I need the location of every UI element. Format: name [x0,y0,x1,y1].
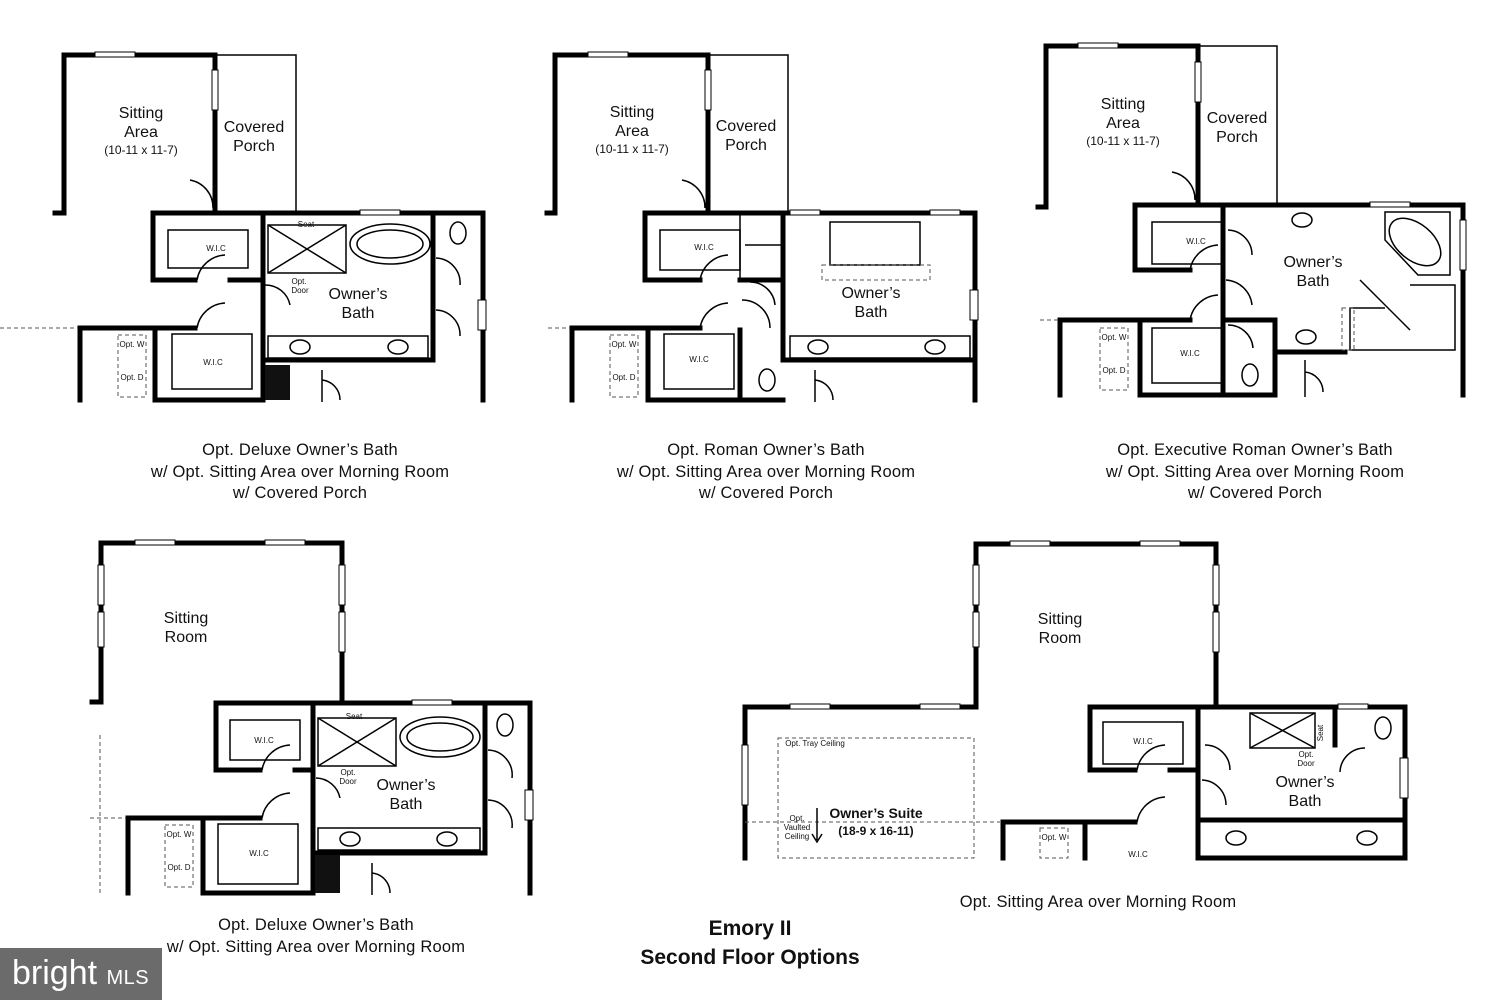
plan5-optdoor1-label: Opt. [1298,750,1313,759]
title-line2: Second Floor Options [640,946,860,969]
plan1-optdoor2-label: Door [291,286,309,295]
plan1-owners-label: Owner’s [329,286,388,303]
plan5-suite-dims-label: (18-9 x 16-11) [838,824,913,838]
plan5-vaulted2-label: Vaulted [784,823,811,832]
plan1-optd-label: Opt. D [120,373,143,382]
plan2-optw-label: Opt. W [612,340,637,349]
plan3-sitting-label: Sitting [1101,96,1145,113]
plan3-owners-label: Owner’s [1284,254,1343,271]
plan2-area-label: Area [615,123,649,140]
plan3-area-label: Area [1106,115,1140,132]
plan4-wic-upper-label: W.I.C [254,736,274,745]
plan4-optdoor2-label: Door [339,777,357,786]
plan2-caption-line3: w/ Covered Porch [698,484,834,502]
plan4-caption: Opt. Deluxe Owner’s Bath w/ Opt. Sitting… [106,915,526,958]
plan4-seat-label: Seat [346,712,363,721]
plan5-vaulted3-label: Ceiling [785,832,809,841]
plan4-caption-line1: Opt. Deluxe Owner’s Bath [218,916,414,934]
plan1-optdoor1-label: Opt. [291,277,306,286]
plan4-wic-lower-label: W.I.C [249,849,269,858]
plan5-room-label: Room [1039,630,1082,647]
plan5-wic-upper-label: W.I.C [1133,737,1153,746]
plan2-owners-label: Owner’s [842,285,901,302]
plan3-optw-label: Opt. W [1102,333,1127,342]
plan3-caption-line2: w/ Opt. Sitting Area over Morning Room [1105,462,1405,481]
plan1-covered-label: Covered [224,119,284,136]
plan1-wic-lower-label: W.I.C [203,358,223,367]
plan1-caption-line2: w/ Opt. Sitting Area over Morning Room [150,462,450,481]
plan2-bath-label: Bath [855,304,888,321]
plan5-optw-label: Opt. W [1042,833,1067,842]
plan5-seat-label: Seat [1316,724,1325,741]
plan5-vaulted1-label: Opt. [789,814,804,823]
plan1-caption-line3: w/ Covered Porch [232,484,368,502]
plan3-covered-label: Covered [1207,110,1267,127]
plan1-dims-label: (10-11 x 11-7) [104,143,178,157]
plan2-wic-lower-label: W.I.C [689,355,709,364]
plan4-caption-line2: w/ Opt. Sitting Area over Morning Room [166,937,466,956]
plan2-caption-line2: w/ Opt. Sitting Area over Morning Room [616,462,916,481]
plan5-owners-label: Owner’s [1276,774,1335,791]
plan1-porch-label: Porch [233,138,275,155]
logo-text: bright [12,954,98,992]
plan5-bath-label: Bath [1289,793,1322,810]
plan4-optw-label: Opt. W [167,830,192,839]
logo-suffix: MLS [106,967,150,989]
plan3-wic-lower-label: W.I.C [1180,349,1200,358]
plan-sitting-area-owners-suite [741,540,1409,861]
plan1-sitting-label: Sitting [119,105,163,122]
plan-executive-roman-covered-porch [1035,42,1467,398]
plan3-caption: Opt. Executive Roman Owner’s Bath w/ Opt… [1045,440,1465,505]
plan1-wic-upper-label: W.I.C [206,244,226,253]
plan5-optdoor2-label: Door [1297,759,1315,768]
plan5-sitting-label: Sitting [1038,611,1082,628]
plan2-dims-label: (10-11 x 11-7) [595,142,669,156]
plan1-bath-label: Bath [342,305,375,322]
plan4-room-label: Room [165,629,208,646]
plan2-wic-upper-label: W.I.C [694,243,714,252]
plan5-caption: Opt. Sitting Area over Morning Room [888,892,1308,914]
plan1-seat-label: Seat [298,220,315,229]
plan2-caption-line1: Opt. Roman Owner’s Bath [667,441,865,459]
plan4-sitting-label: Sitting [164,610,208,627]
plan3-caption-line3: w/ Covered Porch [1187,484,1323,502]
plan2-covered-label: Covered [716,118,776,135]
title-line1: Emory II [708,917,792,940]
plan5-suite-label: Owner’s Suite [829,805,923,821]
plan-deluxe-covered-porch [0,51,487,403]
bright-mls-logo: bright MLS [0,948,162,1000]
plan5-tray-label: Opt. Tray Ceiling [785,739,845,748]
plan2-porch-label: Porch [725,137,767,154]
plan3-optd-label: Opt. D [1102,366,1125,375]
plan2-sitting-label: Sitting [610,104,654,121]
plan3-dims-label: (10-11 x 11-7) [1086,134,1160,148]
plan4-owners-label: Owner’s [377,777,436,794]
plan1-area-label: Area [124,124,158,141]
plan4-optd-label: Opt. D [167,863,190,872]
plan1-caption-line1: Opt. Deluxe Owner’s Bath [202,441,398,459]
plan5-caption-line1: Opt. Sitting Area over Morning Room [959,893,1237,911]
plan2-caption: Opt. Roman Owner’s Bath w/ Opt. Sitting … [556,440,976,505]
plan1-caption: Opt. Deluxe Owner’s Bath w/ Opt. Sitting… [90,440,510,505]
plan-roman-covered-porch [544,51,979,403]
plan4-bath-label: Bath [390,796,423,813]
plan3-porch-label: Porch [1216,129,1258,146]
plan5-wic-lower-label: W.I.C [1128,850,1148,859]
plan3-bath-label: Bath [1297,273,1330,290]
plan1-optw-label: Opt. W [120,340,145,349]
page-title: Emory II Second Floor Options [600,914,900,972]
plan-deluxe-sitting-room [89,539,534,896]
plan3-caption-line1: Opt. Executive Roman Owner’s Bath [1117,441,1393,459]
plan4-optdoor1-label: Opt. [340,768,355,777]
plan2-optd-label: Opt. D [612,373,635,382]
plan3-wic-upper-label: W.I.C [1186,237,1206,246]
